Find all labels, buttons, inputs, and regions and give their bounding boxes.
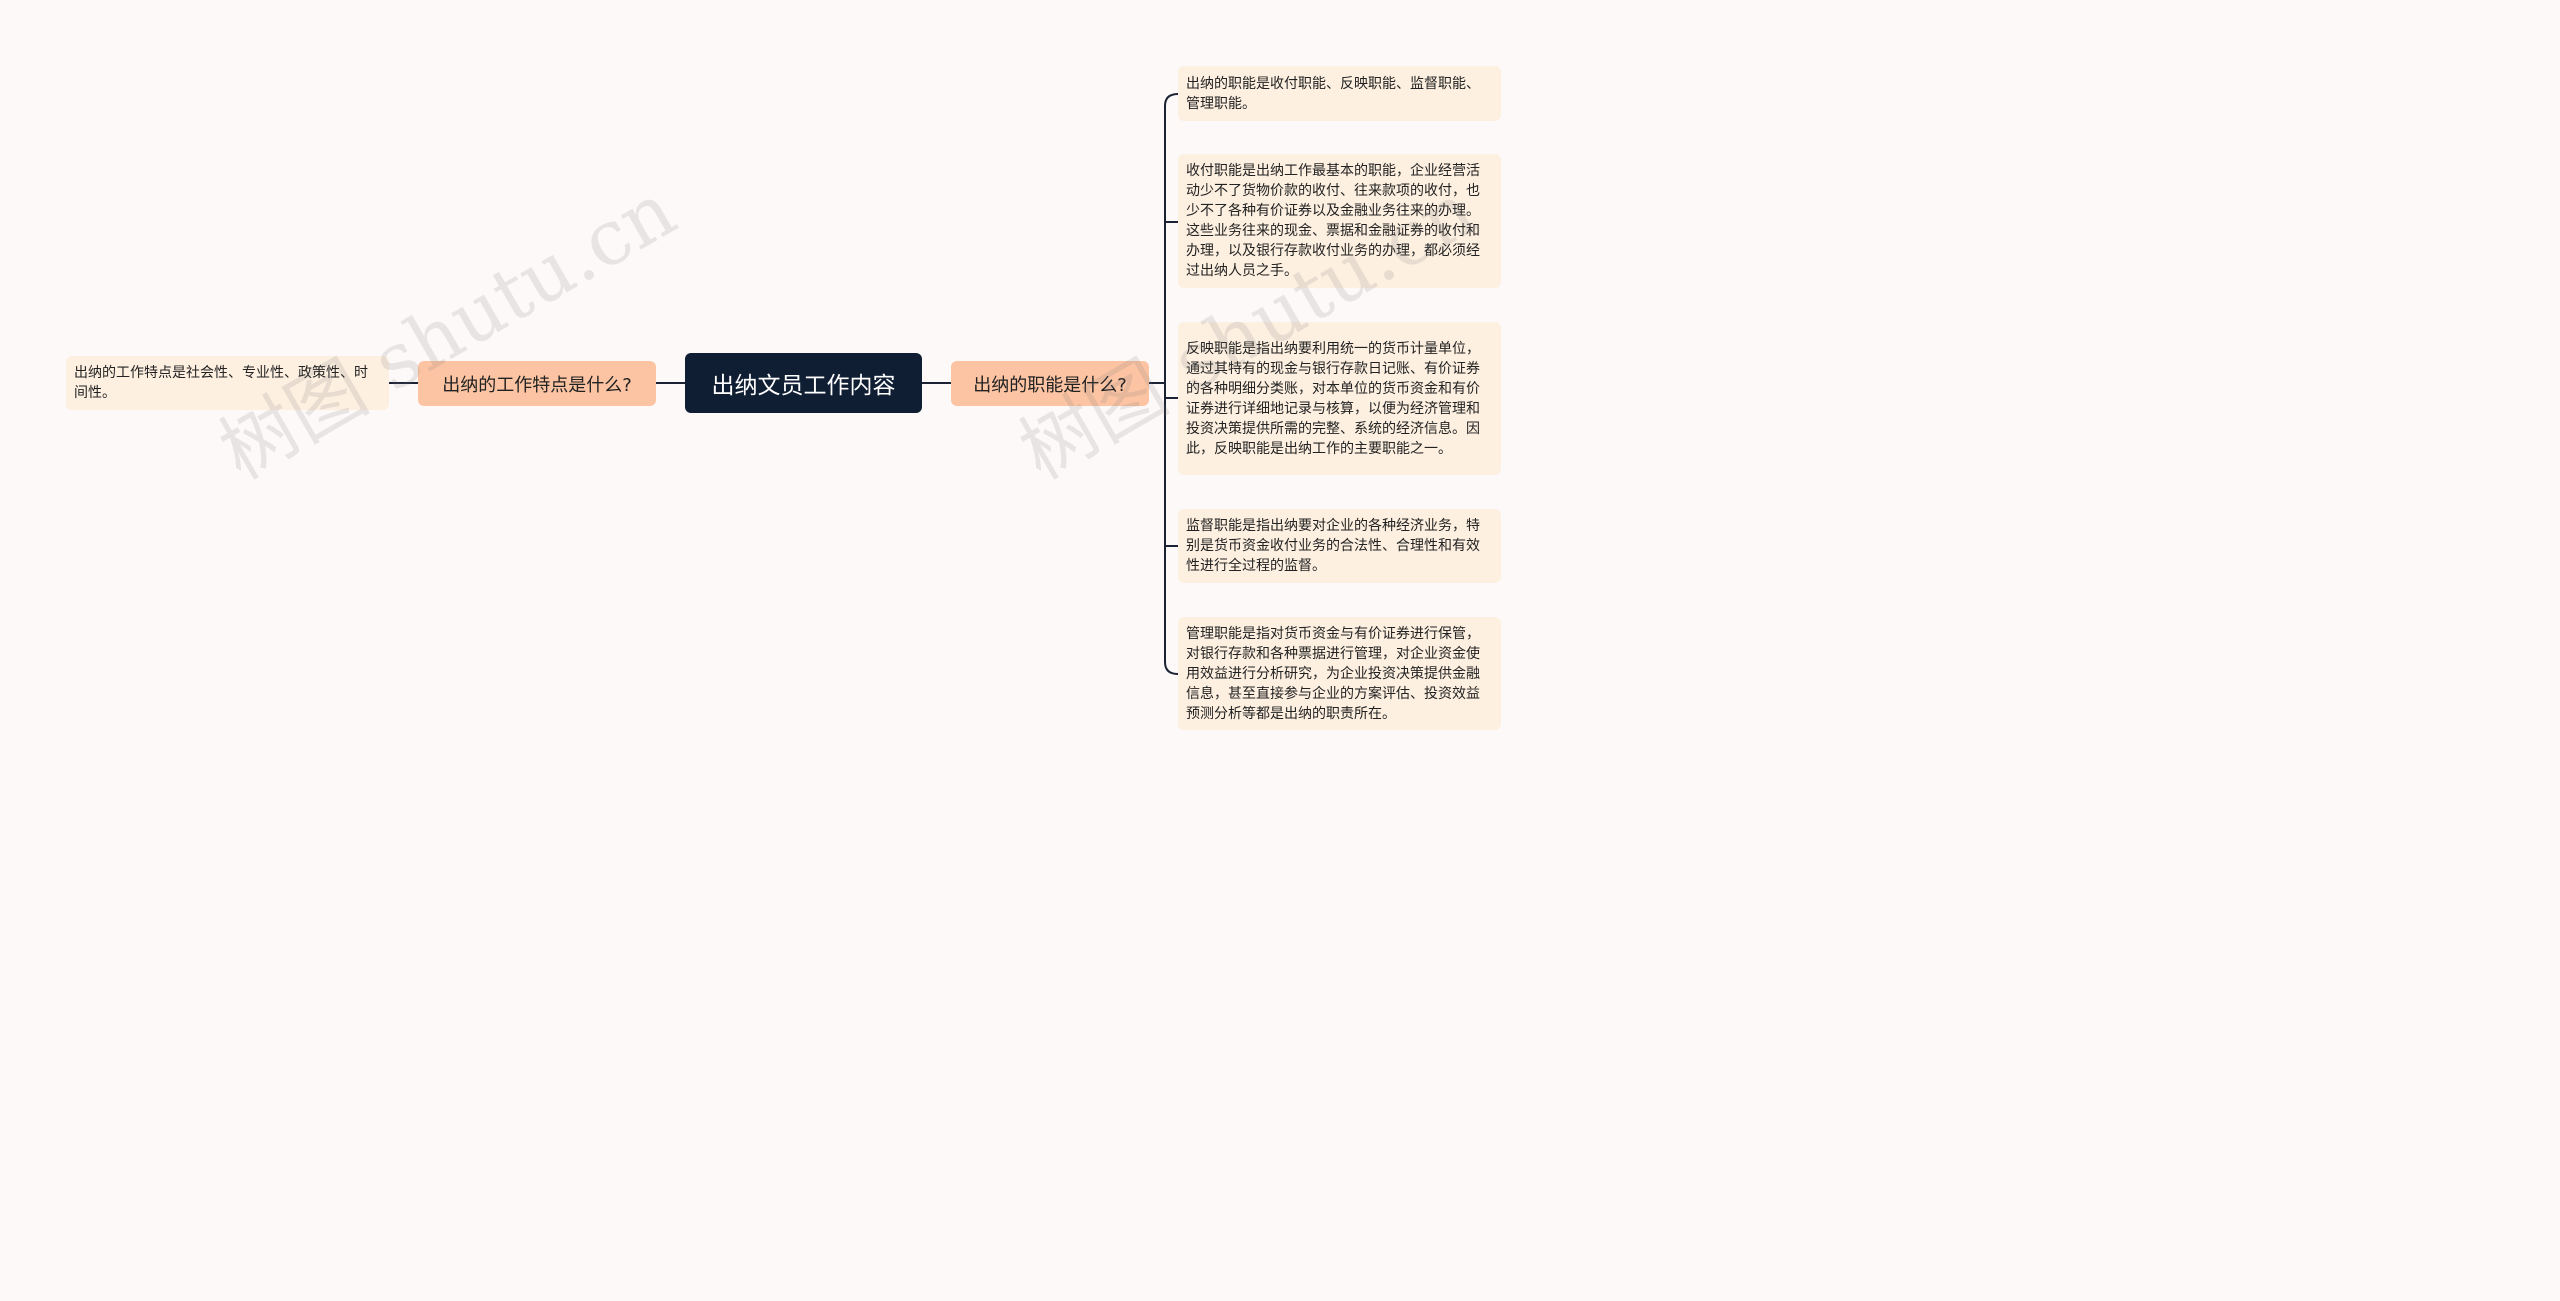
- leaf-node-functions-overview[interactable]: 出纳的职能是收付职能、反映职能、监督职能、管理职能。: [1178, 66, 1501, 121]
- root-node[interactable]: 出纳文员工作内容: [685, 353, 922, 413]
- leaf-node-supervision-function[interactable]: 监督职能是指出纳要对企业的各种经济业务，特别是货币资金收付业务的合法性、合理性和…: [1178, 509, 1501, 583]
- leaf-node-text: 反映职能是指出纳要利用统一的货币计量单位，通过其特有的现金与银行存款日记账、有价…: [1186, 340, 1480, 457]
- leaf-node-text: 出纳的工作特点是社会性、专业性、政策性、时间性。: [74, 365, 368, 401]
- leaf-node-text: 监督职能是指出纳要对企业的各种经济业务，特别是货币资金收付业务的合法性、合理性和…: [1186, 518, 1480, 574]
- connector-lines: [389, 93, 1179, 675]
- leaf-node-reporting-function[interactable]: 反映职能是指出纳要利用统一的货币计量单位，通过其特有的现金与银行存款日记账、有价…: [1178, 322, 1501, 475]
- leaf-node-management-function[interactable]: 管理职能是指对货币资金与有价证券进行保管，对银行存款和各种票据进行管理，对企业资…: [1178, 617, 1501, 730]
- leaf-node-text: 收付职能是出纳工作最基本的职能，企业经营活动少不了货物价款的收付、往来款项的收付…: [1186, 163, 1480, 279]
- leaf-node-payment-function[interactable]: 收付职能是出纳工作最基本的职能，企业经营活动少不了货物价款的收付、往来款项的收付…: [1178, 154, 1501, 288]
- branch-node-label: 出纳的职能是什么?: [973, 374, 1127, 396]
- leaf-node-characteristics[interactable]: 出纳的工作特点是社会性、专业性、政策性、时间性。: [66, 356, 389, 410]
- leaf-node-text: 出纳的职能是收付职能、反映职能、监督职能、管理职能。: [1186, 75, 1480, 112]
- branch-node-work-characteristics[interactable]: 出纳的工作特点是什么?: [418, 361, 656, 406]
- mind-map-canvas: 出纳文员工作内容 出纳的工作特点是什么? 出纳的职能是什么? 出纳的工作特点是社…: [0, 0, 1568, 797]
- branch-node-cashier-functions[interactable]: 出纳的职能是什么?: [951, 361, 1149, 406]
- root-node-label: 出纳文员工作内容: [711, 373, 896, 399]
- branch-node-label: 出纳的工作特点是什么?: [442, 374, 632, 396]
- connector-right-bracket: [1164, 93, 1179, 675]
- leaf-node-text: 管理职能是指对货币资金与有价证券进行保管，对银行存款和各种票据进行管理，对企业资…: [1186, 625, 1480, 722]
